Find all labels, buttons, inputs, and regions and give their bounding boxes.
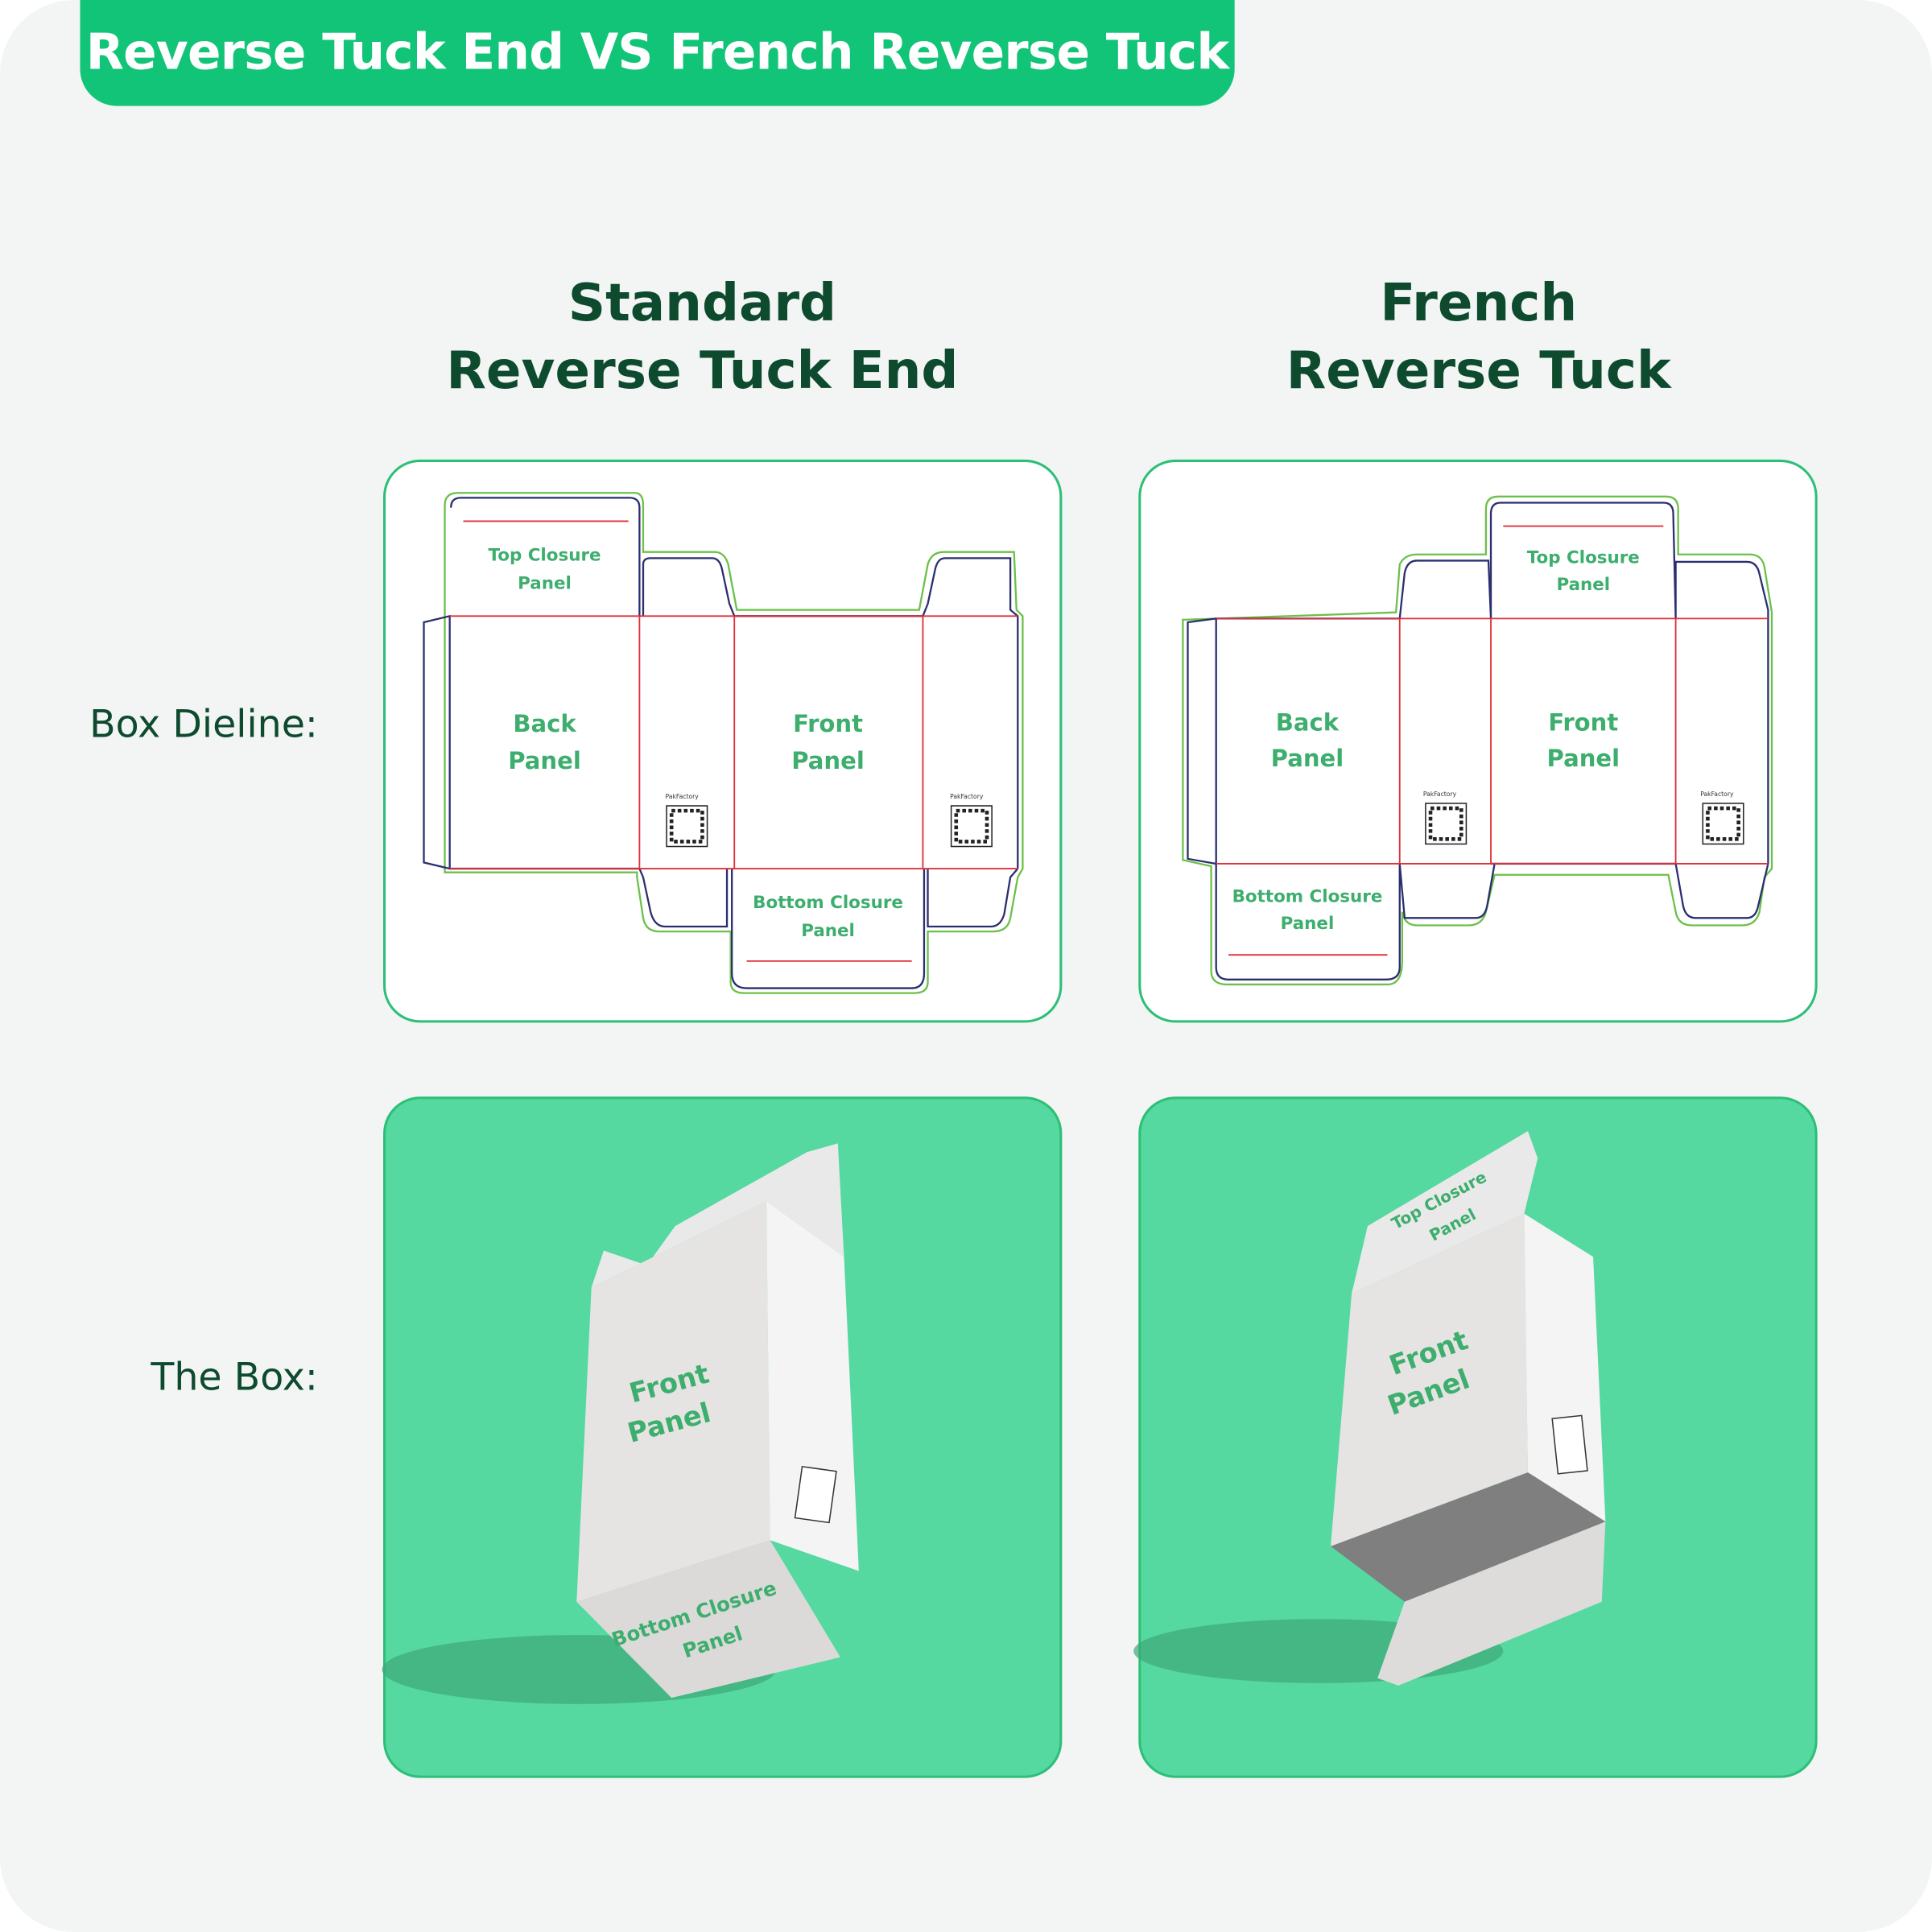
front-panel-label: Panel [1547, 745, 1620, 772]
column-heading-french: French Reverse Tuck [1133, 269, 1823, 404]
front-panel-label: Panel [791, 747, 865, 774]
brand-label: PakFactory [1700, 791, 1734, 798]
row-label-box: The Box: [151, 1355, 318, 1400]
dieline-standard: Top Closure Panel Back Panel Front Panel… [423, 492, 1024, 994]
dieline-french: Top Closure Panel Back Panel Front Panel… [1182, 495, 1773, 986]
qr-code-icon [1551, 1414, 1588, 1475]
bottom-closure-flap [576, 1540, 840, 1699]
top-closure-label: Panel [1556, 575, 1610, 595]
side-face [1524, 1213, 1606, 1522]
back-panel-label: Panel [1271, 745, 1344, 772]
front-panel-label: Front [1548, 709, 1618, 737]
heading-line: Reverse Tuck End [446, 340, 959, 401]
top-closure-panel [1352, 1131, 1538, 1294]
top-closure-label: Top Closure [488, 545, 601, 565]
top-closure-label: Top Closure [1527, 547, 1640, 568]
heading-line: French [1380, 272, 1578, 333]
qr-pattern [1428, 806, 1463, 841]
box-render-french: Top Closure Panel Front Panel [1133, 1131, 1606, 1686]
dieline-card-french [1138, 459, 1818, 1023]
back-panel-label: Panel [508, 747, 581, 774]
heading-line: Standard [568, 272, 837, 333]
bottom-closure-label: Panel [1281, 914, 1335, 934]
bottom-closure-label: Bottom Closure [1232, 886, 1383, 906]
column-heading-standard: Standard Reverse Tuck End [357, 269, 1047, 404]
bottom-tuck-flap [1377, 1521, 1606, 1686]
front-panel-label: Front [793, 710, 863, 737]
top-flaps [591, 1143, 844, 1288]
brand-label: PakFactory [666, 793, 700, 800]
dieline-card-standard [383, 459, 1063, 1023]
row-label-dieline: Box Dieline: [89, 702, 318, 747]
back-panel-label: Back [1276, 709, 1340, 737]
qr-code-icon [794, 1465, 837, 1524]
back-panel-label: Back [513, 710, 576, 737]
bleed-outline [1182, 495, 1773, 986]
qr-pattern [1706, 806, 1740, 841]
qr-pattern [669, 808, 704, 844]
qr-pattern [954, 808, 989, 844]
heading-line: Reverse Tuck [1286, 340, 1671, 401]
bottom-closure-label: Panel [801, 921, 855, 941]
bleed-outline [444, 492, 1024, 994]
cut-outline [423, 497, 1019, 989]
box-render-standard: Front Panel Bottom Closure Panel [382, 1143, 859, 1704]
fold-lines [1216, 525, 1769, 956]
title-banner: Reverse Tuck End VS French Reverse Tuck [80, 0, 1235, 106]
bottom-closure-label: Bottom Closure [753, 893, 903, 913]
page-title: Reverse Tuck End VS French Reverse Tuck [85, 24, 1229, 82]
front-face [1331, 1213, 1528, 1546]
cut-outline [1187, 502, 1769, 980]
brand-label: PakFactory [1423, 791, 1457, 798]
front-face [576, 1201, 770, 1602]
fold-lines [449, 520, 1018, 962]
box-interior [1331, 1472, 1606, 1602]
brand-label: PakFactory [950, 793, 984, 800]
top-closure-label: Panel [518, 574, 572, 594]
